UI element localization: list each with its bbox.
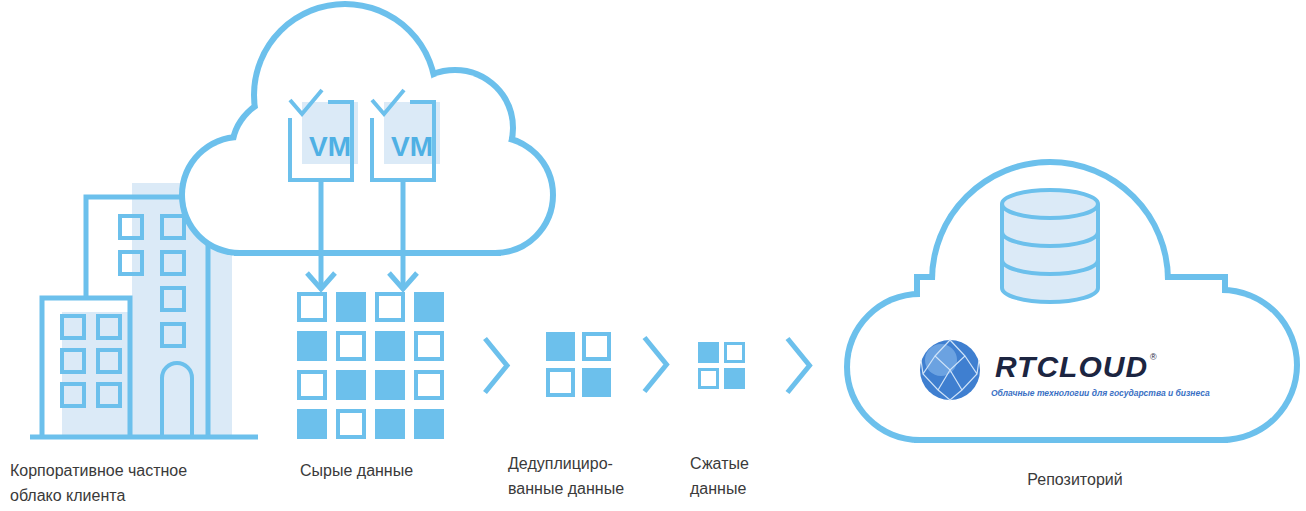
data-block-filled (582, 368, 611, 397)
logo-ball (920, 340, 980, 400)
database-band (1002, 260, 1098, 274)
repository-cloud-shape (845, 160, 1303, 500)
raw-data-block: Сырые данные (290, 288, 457, 488)
data-block-filled (336, 292, 366, 322)
cloud-outline (185, 7, 550, 250)
logo-sphere (920, 340, 980, 400)
data-block-empty (726, 344, 744, 362)
window (120, 252, 142, 274)
data-block-empty (416, 333, 442, 359)
logo-facets (921, 340, 979, 400)
connector (788, 339, 810, 393)
data-block-filled (414, 292, 444, 322)
chevron-arrow (788, 339, 810, 393)
data-block-empty (377, 294, 403, 320)
data-block-filled (336, 370, 366, 400)
data-block-empty (299, 294, 325, 320)
vm-box: VM (286, 88, 362, 184)
cloud-part (920, 280, 1222, 437)
data-block-empty (416, 372, 442, 398)
compressed-data-block-shape (686, 340, 776, 502)
database-top (1002, 190, 1098, 218)
repository-cloud: RTCLOUD® Облачные технологии для государс… (845, 160, 1303, 500)
check-mark (372, 90, 404, 114)
data-block-empty (700, 370, 718, 388)
connector-line (319, 182, 324, 289)
data-block-filled (297, 331, 327, 361)
data-block-filled (297, 409, 327, 439)
database-icon (1002, 190, 1098, 302)
window (62, 384, 84, 406)
small-building-windows (62, 316, 120, 406)
small-building-ground (42, 298, 130, 437)
connector (307, 182, 335, 289)
connector-line (401, 182, 406, 289)
data-block-empty (548, 370, 573, 395)
data-block-empty (584, 334, 609, 359)
window (98, 316, 120, 338)
window (98, 384, 120, 406)
small-building-shade (62, 312, 130, 437)
data-block-filled (546, 332, 575, 361)
cloud-outline (850, 165, 1294, 437)
window (62, 316, 84, 338)
window (98, 350, 120, 372)
vm-label: VM (382, 131, 442, 163)
small-building-outline (42, 298, 130, 437)
data-block-empty (338, 411, 364, 437)
node-caption: Облачные технологии для государства и би… (991, 388, 1210, 398)
chevron-arrow (645, 338, 667, 392)
node-caption: Сжатые данные (690, 451, 766, 501)
window (162, 216, 184, 238)
node-caption: Дедуплициро- ванные данные (508, 451, 660, 501)
data-block-filled (414, 409, 444, 439)
data-block-empty (338, 333, 364, 359)
node-caption: Репозиторий (975, 467, 1175, 492)
window (162, 324, 184, 346)
compressed-data-block: Сжатые данные (686, 340, 776, 503)
vm-box: VM (368, 88, 444, 184)
ground-line (30, 435, 258, 440)
check-mark (290, 90, 322, 114)
raw-data-block-shape (290, 288, 455, 488)
data-block-filled (375, 409, 405, 439)
dedup-data-block-shape (505, 330, 665, 502)
vm-label: VM (300, 131, 360, 163)
cloud-fill (185, 7, 550, 250)
database-band (1002, 232, 1098, 246)
window (120, 216, 142, 238)
client-cloud (185, 7, 550, 250)
window (62, 350, 84, 372)
arrow-head (307, 273, 335, 289)
data-block-filled (724, 368, 745, 389)
cloud-part (920, 280, 1222, 437)
cloud-part (240, 140, 495, 250)
node-caption: ® (1150, 352, 1157, 362)
window (162, 252, 184, 274)
connector (645, 338, 667, 392)
arrow-head (389, 273, 417, 289)
caption-label: Корпоративное частное облако клиента (10, 458, 210, 508)
connector (485, 339, 507, 393)
data-block-filled (375, 370, 405, 400)
logo-text: RTCLOUD (995, 350, 1148, 384)
chevron-arrow (485, 339, 507, 393)
data-block-filled (698, 342, 719, 363)
window (162, 288, 184, 310)
dedup-data-block: Дедуплициро- ванные данные (505, 330, 665, 503)
cloud-fill (850, 165, 1294, 437)
cloud-part (240, 140, 495, 250)
data-block-empty (299, 372, 325, 398)
door (162, 363, 192, 437)
connector (389, 182, 417, 289)
data-block-filled (375, 331, 405, 361)
node-caption: Сырые данные (300, 458, 455, 483)
